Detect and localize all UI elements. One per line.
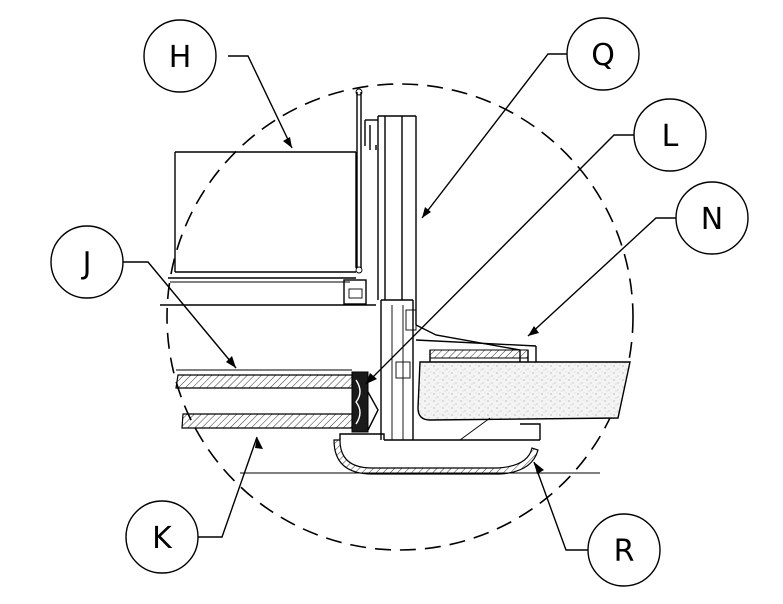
upper-panel xyxy=(160,88,376,306)
sloped-cap-channel xyxy=(415,324,537,366)
arrowhead-r xyxy=(534,462,544,474)
bracket xyxy=(343,279,367,305)
detail-boundary-circle xyxy=(166,83,634,551)
bottom-tray xyxy=(240,417,600,475)
vertical-frame-profile xyxy=(364,115,417,440)
callout-n: N xyxy=(675,181,749,255)
svg-text:H: H xyxy=(169,40,192,75)
callout-k: K xyxy=(125,500,199,574)
arrowhead-q xyxy=(422,207,431,218)
arrowhead-h xyxy=(283,137,292,148)
leader-r xyxy=(533,461,588,551)
callout-l: L xyxy=(633,98,707,172)
shelves xyxy=(175,369,353,429)
leader-q xyxy=(421,53,567,219)
leader-k xyxy=(198,436,258,538)
callout-h: H xyxy=(143,19,217,93)
svg-text:R: R xyxy=(614,534,635,569)
foam-panel xyxy=(417,361,631,421)
callout-j: J xyxy=(50,225,124,299)
callout-q: Q xyxy=(566,17,640,91)
leader-j xyxy=(123,261,237,369)
svg-text:N: N xyxy=(701,202,723,237)
svg-text:Q: Q xyxy=(591,38,615,73)
gasket-seal xyxy=(351,371,379,433)
svg-text:K: K xyxy=(152,521,173,556)
svg-text:J: J xyxy=(81,246,92,281)
leader-lines xyxy=(123,53,676,551)
svg-text:L: L xyxy=(662,119,679,154)
arrowhead-n xyxy=(528,326,539,336)
leader-n xyxy=(527,217,676,337)
arrowhead-l xyxy=(366,373,377,384)
arrowhead-k xyxy=(255,437,263,449)
callout-r: R xyxy=(587,513,661,587)
leader-l xyxy=(365,134,634,385)
leader-h xyxy=(228,55,293,149)
arrowhead-j xyxy=(226,356,236,368)
